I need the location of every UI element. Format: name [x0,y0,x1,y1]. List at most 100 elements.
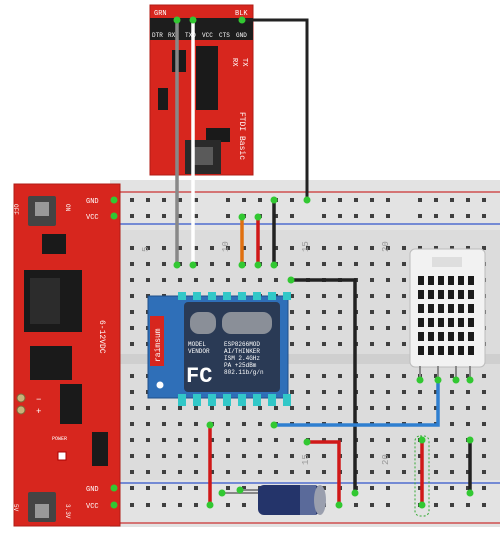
esp-pins [178,292,291,406]
esp-pin-bottom [178,394,186,406]
breadboard-hole [130,326,134,330]
esp-pin-top [208,292,216,300]
breadboard-hole [338,326,342,330]
breadboard-hole [130,294,134,298]
wire-red-mid [307,440,341,505]
breadboard-hole [242,278,246,282]
breadboard-hole [338,294,342,298]
dht-vent [438,290,444,299]
rail-hole [434,214,438,218]
rail-hole [482,198,486,202]
breadboard-hole [370,310,374,314]
dht-vent [448,290,454,299]
pin-endpoint [254,261,262,269]
breadboard-hole [338,438,342,442]
breadboard-hole [290,310,294,314]
esp-pin-bottom [193,394,201,406]
breadboard-hole [322,454,326,458]
breadboard-hole [338,342,342,346]
power-regulator-low [60,384,82,424]
breadboard-hole [450,454,454,458]
breadboard-hole [434,470,438,474]
rail-hole [354,214,358,218]
breadboard-hole [178,278,182,282]
esp-pin-top [253,292,261,300]
rail-hole [386,214,390,218]
pin-endpoint [189,16,197,24]
breadboard-hole [306,374,310,378]
rail-hole [322,198,326,202]
breadboard-hole [306,310,310,314]
rail-hole [226,214,230,218]
breadboard-hole [322,246,326,250]
esp-spec-line2: AI/THINKER [224,348,260,355]
dht-vent [418,304,424,313]
breadboard-hole [370,390,374,394]
power-pin [110,484,118,492]
breadboard-hole [258,454,262,458]
dht-vent [448,332,454,341]
breadboard-hole [274,438,278,442]
breadboard-hole [130,390,134,394]
breadboard-hole [386,438,390,442]
rail-hole [226,503,230,507]
breadboard-hole [258,246,262,250]
rail-hole [146,198,150,202]
breadboard-hole [322,262,326,266]
breadboard-hole [146,438,150,442]
breadboard-hole [450,470,454,474]
breadboard-hole [130,438,134,442]
pin-endpoint [303,438,311,446]
power-label-vcc-bottom: VCC [86,503,99,511]
esp-pin-bottom [223,394,231,406]
breadboard-hole [146,406,150,410]
esp-pin-top [223,292,231,300]
breadboard-hole [194,422,198,426]
dht-vent [468,332,474,341]
ftdi-led-rx: RX [230,58,238,67]
rail-hole [386,503,390,507]
dht-vent [418,276,424,285]
rail-hole [322,486,326,490]
rail-hole [450,214,454,218]
breadboard-hole [162,470,166,474]
wire-endpoints [173,16,474,509]
breadboard-hole [418,246,422,250]
breadboard-hole [242,438,246,442]
rail-hole [146,486,150,490]
breadboard-hole [434,438,438,442]
breadboard-hole [450,374,454,378]
dht-vent [468,346,474,355]
dht-vent [458,346,464,355]
dht-vent [418,290,424,299]
ftdi-led-tx: TX [240,58,248,67]
breadboard-hole [402,310,406,314]
breadboard-hole [146,422,150,426]
resistor-outline [414,435,430,517]
breadboard-hole [370,342,374,346]
rail-hole [354,198,358,202]
breadboard-hole [274,454,278,458]
dht-vent [438,304,444,313]
breadboard-hole [130,422,134,426]
ftdi-component-2 [158,88,168,110]
breadboard-hole [482,470,486,474]
breadboard-hole [290,246,294,250]
breadboard-hole [386,374,390,378]
breadboard-hole [370,374,374,378]
breadboard-hole [258,438,262,442]
esp-pin-top [283,292,291,300]
breadboard-hole [226,454,230,458]
rail-hole [482,214,486,218]
breadboard-hole [402,406,406,410]
breadboard-hole [370,278,374,282]
esp-pin-bottom [268,394,276,406]
rail-hole [418,486,422,490]
power-regulator-mid [30,346,72,380]
ftdi-pin-vcc: VCC [202,32,213,39]
breadboard-hole [370,326,374,330]
breadboard-hole [194,246,198,250]
breadboard-hole [370,294,374,298]
rail-hole [226,486,230,490]
pin-endpoint [418,501,426,509]
